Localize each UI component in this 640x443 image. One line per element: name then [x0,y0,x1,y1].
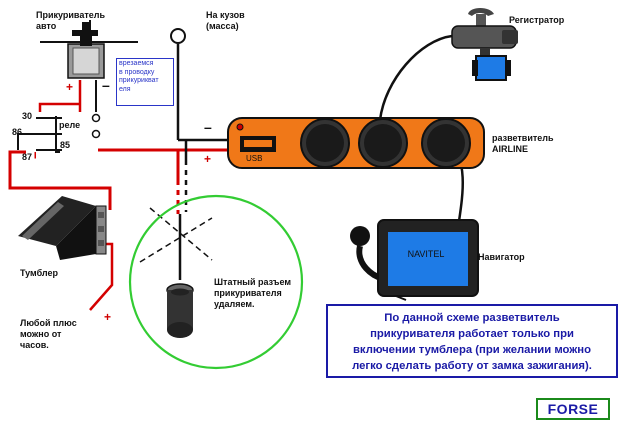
socket-highlight-circle [128,194,304,370]
ground-terminal-icon [170,28,186,44]
splitter-label: разветвитель AIRLINE [492,133,554,154]
relay-to-toggle-wire [8,150,112,210]
relay-pin-30: 30 [22,111,33,121]
recorder-cable [378,34,453,121]
splitter-icon [227,117,485,169]
relay-icon [36,112,101,160]
navitel-screen-label: NAVITEL [407,249,445,259]
minus-sign-splitter: – [204,119,212,135]
plus-sign-toggle: + [104,310,112,324]
usb-port-label: USB [246,154,263,163]
dash-recorder-icon [451,8,518,81]
cut-mark-b [139,217,213,263]
relay-label: реле [59,120,81,130]
toggle-switch-icon [18,196,107,260]
splice-note: врезаемся в проводку прикурикват еля [116,58,174,106]
plus-sign-splitter: + [204,152,212,166]
relay-pin-87: 87 [22,152,33,162]
relay-pin-86: 86 [12,127,23,137]
plus-sign-lighter: + [66,80,74,94]
toggle-label: Тумблер [20,268,59,278]
socket-remove-label: Штатный разъем прикуривателя удаляем. [214,277,291,309]
forse-badge: FORSE [536,398,610,420]
lighter-socket-icon [166,283,194,338]
navigator-label: Навигатор [478,252,525,262]
chassis-label: На кузов (масса) [206,10,245,31]
any-plus-label: Любой плюс можно от часов. [20,318,77,350]
relay-86-wire [17,133,36,150]
recorder-label: Регистратор [509,15,565,25]
lighter-car-label: Прикуриватель авто [36,10,106,31]
navigator-icon [350,219,479,301]
car-lighter-icon [67,22,105,79]
relay-pin-85: 85 [60,140,71,150]
explanation-box: По данной схеме разветвитель прикуривате… [326,304,618,378]
minus-sign-lighter: – [102,77,110,93]
explanation-text: По данной схеме разветвитель прикуривате… [352,312,592,372]
